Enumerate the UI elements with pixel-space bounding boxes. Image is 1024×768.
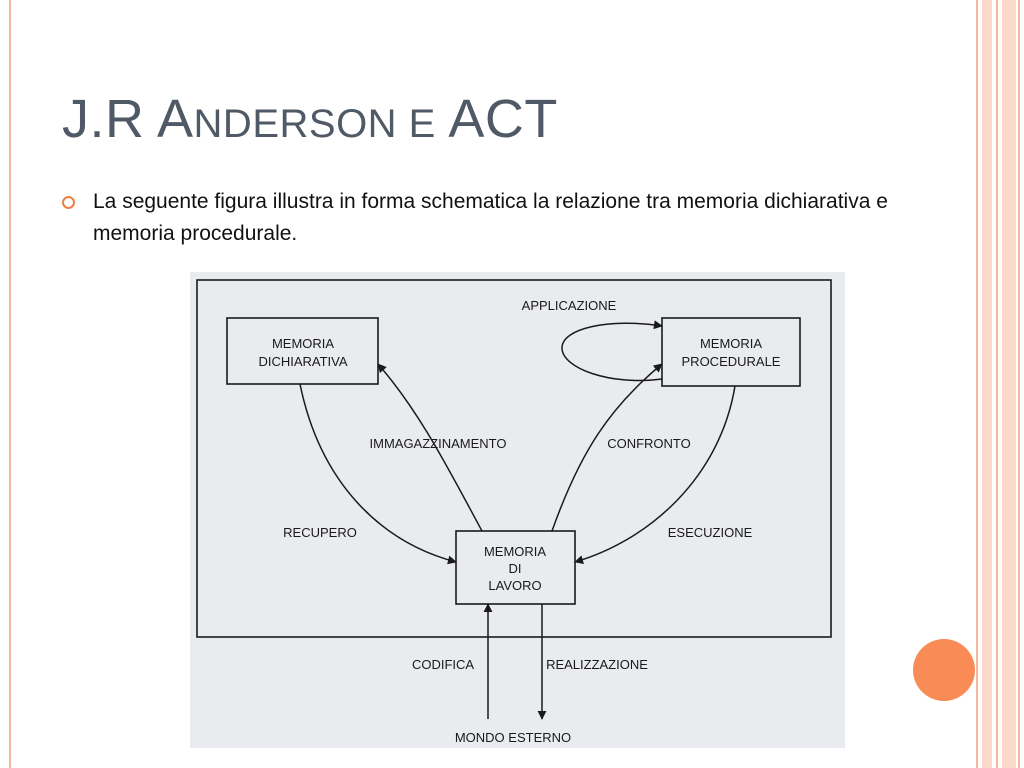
application-label: APPLICAZIONE (522, 298, 617, 313)
edge-execution (574, 385, 736, 565)
execution-label: ESECUZIONE (668, 525, 753, 540)
node-procedural-memory (661, 317, 801, 387)
procedural-label-1: MEMORIA (700, 336, 762, 351)
title-part-2: NDERSON E (193, 102, 436, 146)
working-label-1: MEMORIA (484, 544, 546, 559)
procedural-label-2: PROCEDURALE (682, 354, 781, 369)
bullet-text: La seguente figura illustra in forma sch… (93, 190, 888, 245)
title-part-3: ACT (435, 89, 558, 149)
working-label-3: LAVORO (488, 578, 541, 593)
external-world-label: MONDO ESTERNO (455, 730, 571, 745)
matching-label: CONFRONTO (607, 436, 691, 451)
performance-label: REALIZZAZIONE (546, 657, 648, 672)
page-title: J.R ANDERSON E ACT (62, 88, 558, 150)
declarative-label-1: MEMORIA (272, 336, 334, 351)
act-diagram: MEMORIA DICHIARATIVA MEMORIA PROCEDURALE… (190, 272, 845, 748)
frame-line (9, 0, 11, 768)
retrieval-label: RECUPERO (283, 525, 357, 540)
edge-retrieval (299, 383, 457, 565)
edge-storage (377, 363, 483, 532)
bullet-circle-icon (62, 196, 75, 209)
title-part-1: J.R A (62, 89, 194, 149)
node-declarative-memory (226, 317, 379, 385)
storage-label: IMMAGAZZINAMENTO (370, 436, 507, 451)
decorative-circle (913, 639, 975, 701)
decorative-stripes (976, 0, 1024, 768)
edge-application (561, 320, 663, 382)
declarative-label-2: DICHIARATIVA (258, 354, 347, 369)
diagram-frame (196, 279, 832, 638)
bullet-item: La seguente figura illustra in forma sch… (62, 186, 912, 250)
encoding-label: CODIFICA (412, 657, 474, 672)
node-working-memory (455, 530, 576, 605)
working-label-2: DI (509, 561, 522, 576)
edge-matching (551, 363, 663, 532)
